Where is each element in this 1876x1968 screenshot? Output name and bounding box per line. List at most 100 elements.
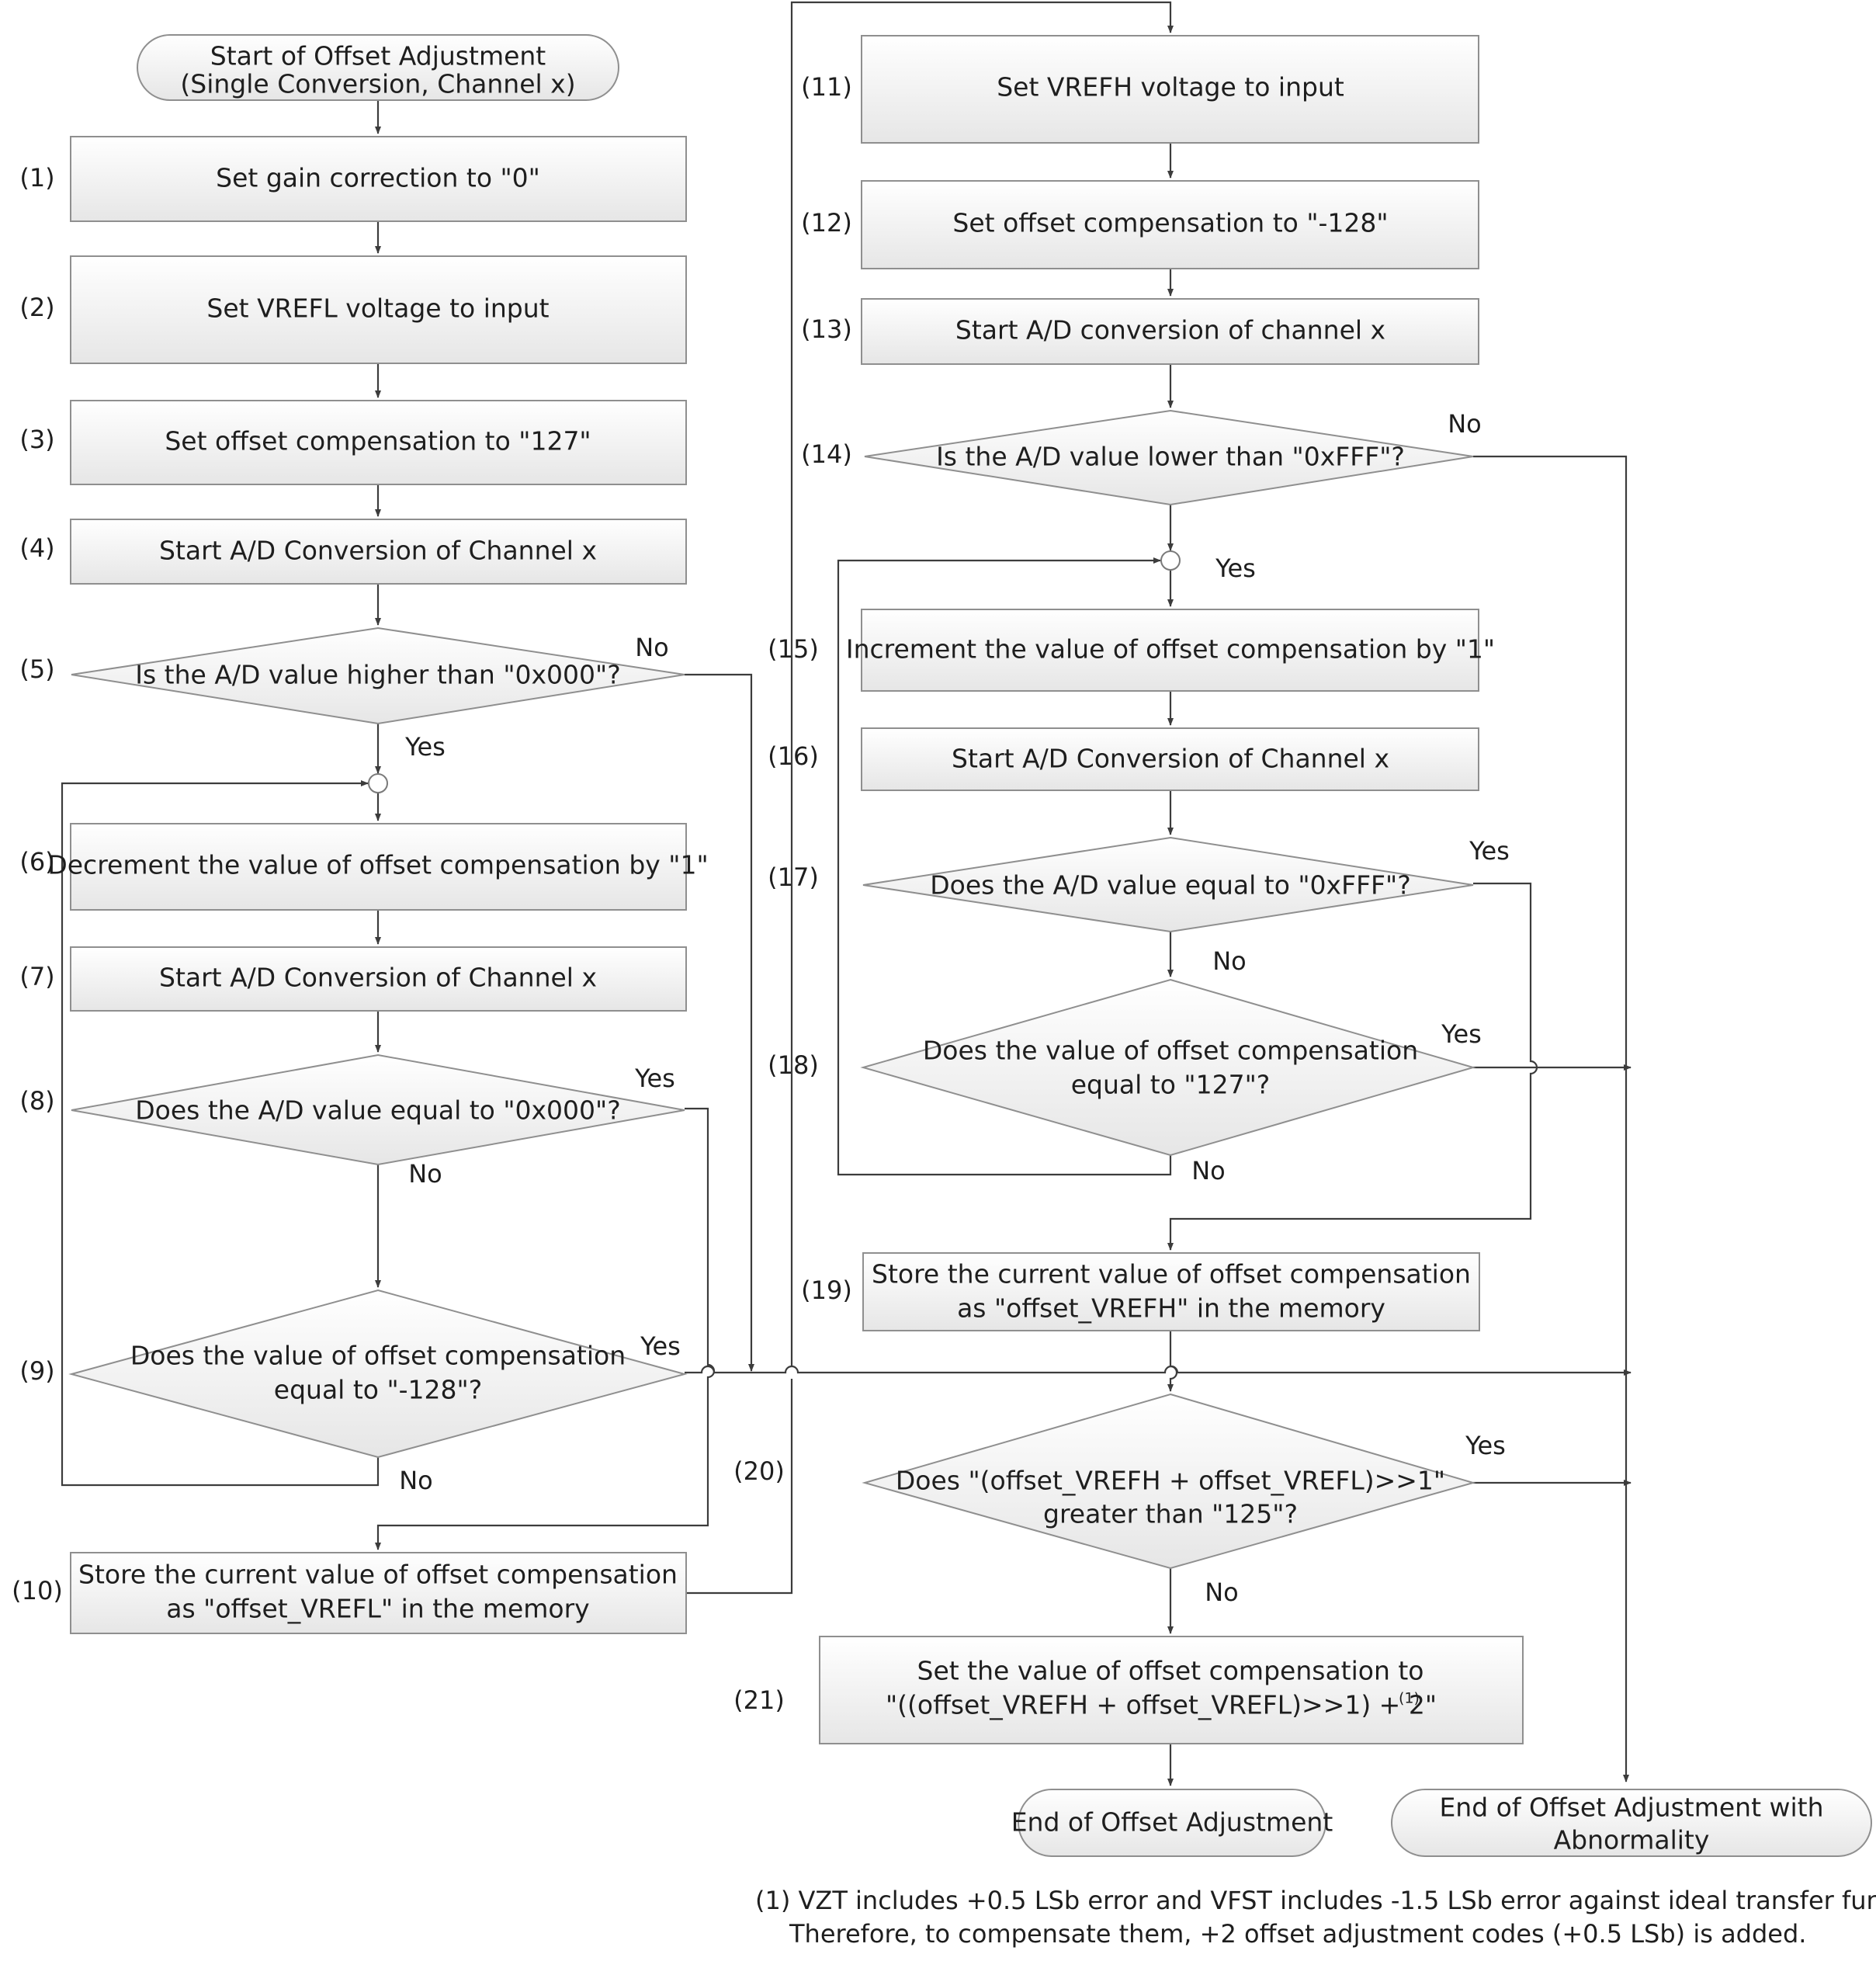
step-14-text: Is the A/D value lower than "0xFFF"? bbox=[936, 442, 1405, 472]
step-number-12: (12) bbox=[801, 208, 852, 238]
label-20-no: No bbox=[1205, 1578, 1239, 1607]
step-11: Set VREFH voltage to input bbox=[861, 35, 1479, 144]
step-number-11: (11) bbox=[801, 72, 852, 102]
step-16-text: Start A/D Conversion of Channel x bbox=[952, 744, 1389, 774]
step-5-text: Is the A/D value higher than "0x000"? bbox=[135, 660, 620, 690]
step-13-text: Start A/D conversion of channel x bbox=[955, 315, 1385, 345]
step-number-19: (19) bbox=[801, 1276, 852, 1305]
start-terminal: Start of Offset Adjustment (Single Conve… bbox=[137, 34, 619, 101]
label-14-yes: Yes bbox=[1215, 554, 1256, 583]
merge-point-right bbox=[1160, 550, 1181, 571]
label-20-yes: Yes bbox=[1465, 1431, 1506, 1460]
step-21-footnote-ref: (1) bbox=[1399, 1690, 1420, 1707]
step-number-16: (16) bbox=[768, 741, 819, 771]
step-number-13: (13) bbox=[801, 314, 852, 344]
step-14-decision: Is the A/D value lower than "0xFFF"? bbox=[864, 409, 1474, 506]
step-12: Set offset compensation to "-128" bbox=[861, 180, 1479, 269]
step-17-decision: Does the A/D value equal to "0xFFF"? bbox=[862, 836, 1474, 933]
step-20-text-2: greater than "125"? bbox=[1043, 1499, 1298, 1529]
step-19-text-1: Store the current value of offset compen… bbox=[872, 1259, 1471, 1289]
step-number-5: (5) bbox=[19, 654, 54, 684]
step-4: Start A/D Conversion of Channel x bbox=[70, 519, 687, 585]
step-10-text-2: as "offset_VREFL" in the memory bbox=[166, 1594, 589, 1624]
step-number-6: (6) bbox=[19, 847, 54, 876]
step-20-text-1: Does "(offset_VREFH + offset_VREFL)>>1" bbox=[896, 1466, 1445, 1496]
start-line-1: Start of Offset Adjustment bbox=[210, 41, 546, 71]
step-number-18: (18) bbox=[768, 1050, 819, 1080]
step-2: Set VREFL voltage to input bbox=[70, 255, 687, 364]
label-9-no: No bbox=[399, 1466, 433, 1495]
label-17-no: No bbox=[1212, 946, 1247, 976]
step-15-text: Increment the value of offset compensati… bbox=[846, 634, 1495, 665]
step-number-3: (3) bbox=[19, 425, 54, 454]
end-abnormal-terminal: End of Offset Adjustment with Abnormalit… bbox=[1391, 1789, 1872, 1857]
label-18-no: No bbox=[1191, 1156, 1226, 1185]
step-12-text: Set offset compensation to "-128" bbox=[952, 208, 1388, 238]
label-14-no: No bbox=[1448, 409, 1482, 439]
step-number-17: (17) bbox=[768, 863, 819, 892]
step-number-15: (15) bbox=[768, 634, 819, 664]
step-6-text: Decrement the value of offset compensati… bbox=[47, 850, 708, 880]
step-2-text: Set VREFL voltage to input bbox=[206, 293, 549, 324]
arrow-10-to-11 bbox=[685, 1, 1170, 1595]
start-line-2: (Single Conversion, Channel x) bbox=[180, 69, 575, 99]
step-16: Start A/D Conversion of Channel x bbox=[861, 727, 1479, 791]
branch-labels: No Yes Yes No Yes No No Yes Yes No Yes N… bbox=[399, 409, 1510, 1607]
arrow-17-yes-to-19 bbox=[1167, 882, 1538, 1251]
label-9-yes: Yes bbox=[640, 1331, 681, 1361]
arrow-14-no-to-abnormal bbox=[1473, 455, 1629, 1782]
step-10-text-1: Store the current value of offset compen… bbox=[78, 1560, 678, 1590]
arrow-19-to-20 bbox=[1167, 1331, 1178, 1392]
footnote-line-2: Therefore, to compensate them, +2 offset… bbox=[789, 1919, 1806, 1949]
step-19-text-2: as "offset_VREFH" in the memory bbox=[957, 1293, 1385, 1324]
step-5-decision: Is the A/D value higher than "0x000"? bbox=[71, 626, 685, 725]
step-6: Decrement the value of offset compensati… bbox=[47, 823, 709, 911]
label-17-yes: Yes bbox=[1469, 836, 1510, 866]
step-18-text-1: Does the value of offset compensation bbox=[923, 1036, 1418, 1066]
label-5-yes: Yes bbox=[404, 732, 446, 762]
connectors bbox=[61, 1, 1632, 1786]
step-3-text: Set offset compensation to "127" bbox=[165, 426, 591, 456]
end-abnormal-line-2: Abnormality bbox=[1554, 1825, 1710, 1855]
step-number-9: (9) bbox=[19, 1356, 54, 1386]
step-number-14: (14) bbox=[801, 439, 852, 469]
arrow-9-no-loop bbox=[61, 780, 380, 1487]
end-terminal: End of Offset Adjustment bbox=[1011, 1789, 1333, 1857]
step-number-1: (1) bbox=[19, 163, 54, 193]
step-number-21: (21) bbox=[733, 1685, 785, 1715]
step-21-text-1: Set the value of offset compensation to bbox=[917, 1656, 1424, 1686]
step-21-text-2: "((offset_VREFH + offset_VREFL)>>1) + 2" bbox=[886, 1690, 1437, 1720]
step-7-text: Start A/D Conversion of Channel x bbox=[159, 963, 597, 993]
step-17-text: Does the A/D value equal to "0xFFF"? bbox=[930, 870, 1410, 901]
step-9-text-1: Does the value of offset compensation bbox=[130, 1341, 626, 1371]
step-3: Set offset compensation to "127" bbox=[70, 400, 687, 485]
step-numbers: (1) (2) (3) (4) (5) (6) (7) (8) (9) (10)… bbox=[12, 72, 852, 1715]
step-7: Start A/D Conversion of Channel x bbox=[70, 946, 687, 1012]
step-20-decision: Does "(offset_VREFH + offset_VREFL)>>1" … bbox=[862, 1393, 1476, 1570]
step-number-4: (4) bbox=[19, 533, 54, 563]
step-number-10: (10) bbox=[12, 1576, 63, 1605]
step-13: Start A/D conversion of channel x bbox=[861, 298, 1479, 365]
label-18-yes: Yes bbox=[1441, 1019, 1482, 1049]
step-15: Increment the value of offset compensati… bbox=[846, 609, 1495, 692]
step-1: Set gain correction to "0" bbox=[70, 136, 687, 222]
step-11-text: Set VREFH voltage to input bbox=[997, 72, 1344, 102]
step-8-text: Does the A/D value equal to "0x000"? bbox=[135, 1095, 621, 1126]
step-number-7: (7) bbox=[19, 962, 54, 991]
arrow-5-no bbox=[685, 673, 754, 1372]
step-1-text: Set gain correction to "0" bbox=[216, 163, 540, 193]
step-18-text-2: equal to "127"? bbox=[1071, 1070, 1271, 1100]
merge-point-left bbox=[368, 773, 388, 793]
step-8-decision: Does the A/D value equal to "0x000"? bbox=[71, 1053, 685, 1166]
step-number-20: (20) bbox=[733, 1456, 785, 1486]
step-number-2: (2) bbox=[19, 293, 54, 322]
label-8-no: No bbox=[408, 1159, 442, 1189]
label-5-no: No bbox=[635, 633, 669, 662]
step-number-8: (8) bbox=[19, 1086, 54, 1116]
step-9-decision: Does the value of offset compensation eq… bbox=[68, 1289, 688, 1459]
step-18-decision: Does the value of offset compensation eq… bbox=[860, 978, 1476, 1157]
step-21: Set the value of offset compensation to … bbox=[819, 1636, 1524, 1744]
step-19: Store the current value of offset compen… bbox=[862, 1252, 1480, 1331]
arrow-9-yes-to-abnormal bbox=[685, 1365, 1632, 1376]
